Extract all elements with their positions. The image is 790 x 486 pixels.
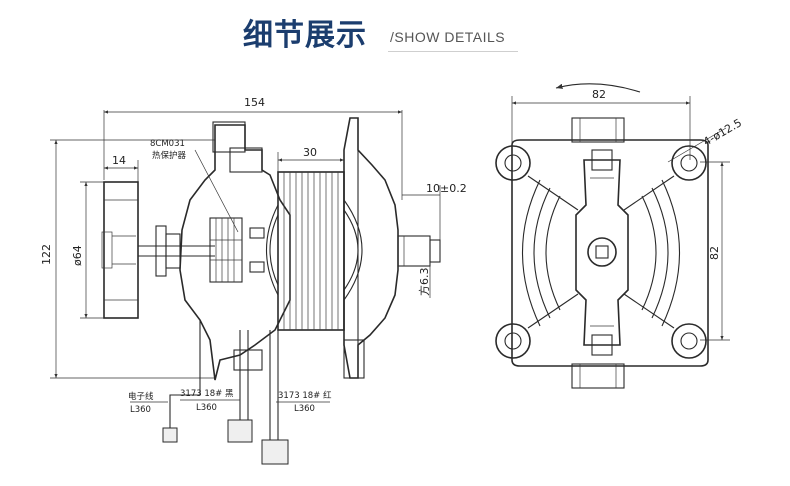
dim-height-label: 122	[40, 244, 53, 265]
right-foot	[343, 339, 365, 379]
header-rule	[388, 51, 518, 52]
left-bracket	[179, 124, 291, 381]
mount-hole-top-left	[495, 145, 531, 181]
bracket-top-tab	[212, 121, 246, 153]
brush-lower	[249, 261, 265, 273]
commutator	[209, 217, 243, 283]
bracket-boss	[229, 147, 263, 173]
dim-core-label: 30	[303, 146, 317, 159]
front-view: 82 82 4-ø12.5	[495, 83, 744, 389]
fan-blade	[103, 181, 139, 319]
dim-flat-label: 方6.3	[417, 268, 431, 297]
arm-bottom-left	[527, 293, 579, 329]
arm-top-right	[623, 175, 675, 211]
winding-right-1	[343, 199, 363, 301]
arm-top-left	[527, 175, 579, 211]
wire-black-terminal	[227, 419, 253, 443]
arm-bottom-right	[623, 293, 675, 329]
hole-leader	[667, 127, 727, 163]
wire-black-length: L360	[196, 403, 217, 413]
output-shaft	[397, 235, 431, 267]
page-subtitle: /SHOW DETAILS	[390, 29, 506, 45]
wire-black-label: 3173 18# 黑	[180, 389, 234, 399]
shaft-bearing	[587, 237, 617, 267]
protector-leader	[194, 149, 239, 233]
field-winding-left-1	[522, 179, 541, 327]
field-winding-right-2	[651, 187, 669, 319]
stator-laminations	[283, 172, 339, 330]
shaft-bushing	[165, 233, 181, 269]
shaft-collar	[155, 225, 167, 277]
front-housing	[511, 139, 709, 367]
top-tab	[571, 117, 625, 143]
center-bracket	[575, 159, 629, 346]
field-winding-right-3	[641, 195, 657, 311]
dim-fan-dia-label: ø64	[71, 245, 84, 266]
shaft-flat-end	[429, 239, 441, 263]
wire-junction-box	[233, 349, 263, 371]
page-title: 细节展示	[243, 18, 367, 53]
field-winding-right-1	[661, 179, 680, 327]
wire-red-terminal	[261, 439, 289, 465]
top-brush-holder	[591, 149, 613, 171]
bottom-tab	[571, 363, 625, 389]
protector-name-label: 热保护器	[152, 150, 187, 161]
protector-model-label: 8CM031	[150, 139, 185, 149]
side-view: 154 14 30 122 ø64	[40, 96, 467, 465]
dim-front-height-label: 82	[708, 246, 721, 260]
field-winding-left-3	[545, 195, 561, 311]
dim-length-label: 154	[244, 96, 265, 109]
mount-hole-bottom-left	[495, 323, 531, 359]
dim-fan-width-label: 14	[112, 154, 126, 167]
bottom-brush-holder	[591, 334, 613, 356]
winding-left-2	[269, 214, 279, 286]
mount-hole-bottom-right	[671, 323, 707, 359]
shaft-center	[595, 245, 609, 259]
rotation-arrow	[555, 83, 641, 93]
mount-hole-top-right	[671, 145, 707, 181]
stator-core	[277, 171, 345, 331]
wire-electronic-length: L360	[130, 405, 151, 415]
dim-shaft-label: 10±0.2	[426, 182, 467, 195]
right-bracket	[343, 117, 399, 379]
brush-upper	[249, 227, 265, 239]
dim-front-width-label: 82	[592, 88, 606, 101]
wire-red-length: L360	[294, 404, 315, 414]
fan-hub	[101, 231, 113, 269]
wire-electronic-label: 电子线	[128, 391, 154, 402]
winding-left-1	[265, 204, 279, 296]
field-winding-left-2	[533, 187, 551, 319]
wire-electronic	[169, 320, 201, 430]
wire-electronic-terminal	[162, 427, 178, 443]
wire-red-label: 3173 18# 红	[278, 390, 332, 401]
